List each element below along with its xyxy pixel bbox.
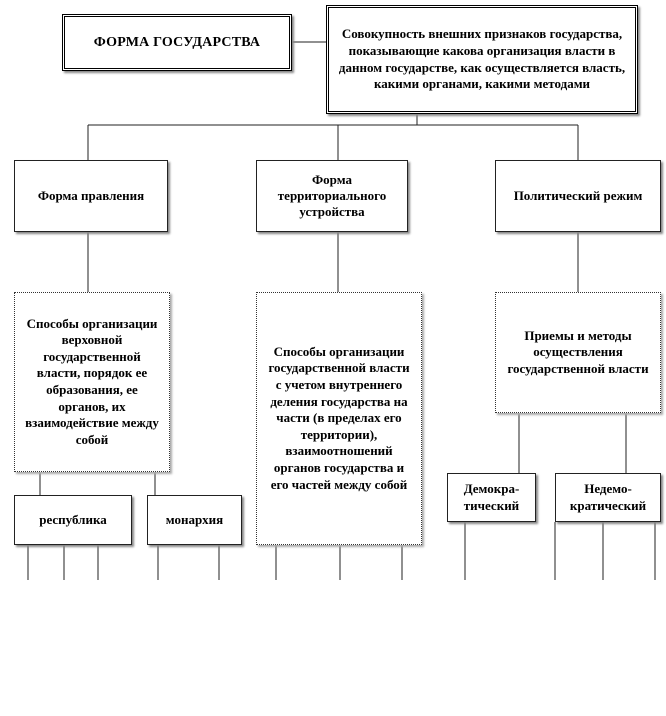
description-territorial-structure: Способы организации государственной влас… xyxy=(256,292,422,545)
description-political-regime: Приемы и методы осуществления государств… xyxy=(495,292,661,413)
type-monarchy: монархия xyxy=(147,495,242,545)
description-form-government: Способы организации верховной государств… xyxy=(14,292,170,472)
branch-form-government: Форма правления xyxy=(14,160,168,232)
branch-territorial-structure: Форма территориального устройства xyxy=(256,160,408,232)
type-republic: республика xyxy=(14,495,132,545)
diagram-title: ФОРМА ГОСУДАРСТВА xyxy=(62,14,292,71)
definition-box: Совокупность внешних признаков государст… xyxy=(326,5,638,114)
type-democratic: Демокра-тический xyxy=(447,473,536,522)
type-nondemocratic: Недемо-кратический xyxy=(555,473,661,522)
branch-political-regime: Политический режим xyxy=(495,160,661,232)
